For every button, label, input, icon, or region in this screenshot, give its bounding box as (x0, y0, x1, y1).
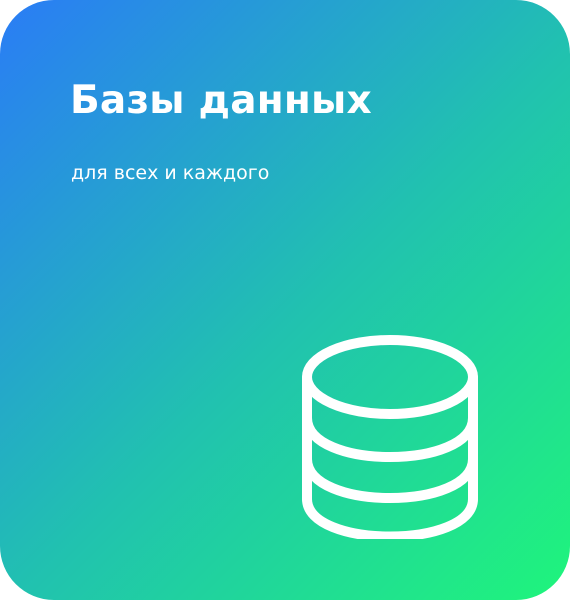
database-icon (293, 333, 487, 542)
card-title: Базы данных (70, 78, 372, 123)
card-subtitle: для всех и каждого (71, 162, 270, 184)
